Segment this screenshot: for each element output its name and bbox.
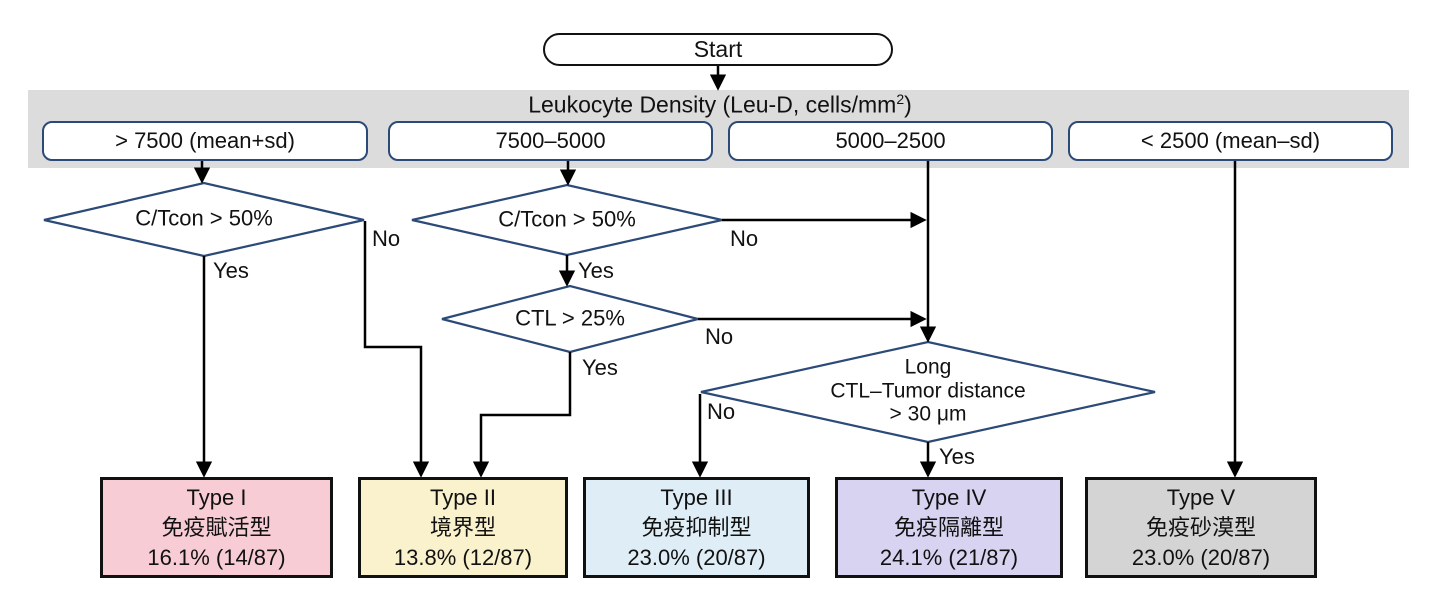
band-title: Leukocyte Density (Leu-D, cells/mm2) [0, 91, 1440, 119]
start-label: Start [693, 36, 743, 62]
outcome-type-4: Type IV 免疫隔離型 24.1% (21/87) [835, 477, 1063, 578]
arrow-d1-no-to-type2 [363, 221, 430, 478]
branch-d1-no: No [372, 226, 401, 251]
outcome-type-5-name: Type V [1166, 484, 1236, 510]
decision-ctcon-1-label: C/Tcon > 50% [135, 205, 273, 231]
outcome-type-1-japanese: 免疫賦活型 [161, 514, 272, 540]
branch-d2-yes: Yes [578, 258, 614, 283]
outcome-type-3-stat: 23.0% (20/87) [627, 544, 766, 570]
arrow-d3-yes-to-type2 [472, 352, 572, 478]
branch-d1-yes: Yes [213, 258, 249, 283]
outcome-type-5-japanese: 免疫砂漠型 [1145, 514, 1256, 540]
density-box-7500-5000: 7500–5000 [388, 121, 713, 161]
outcome-type-5: Type V 免疫砂漠型 23.0% (20/87) [1085, 477, 1317, 578]
density-box-gt7500: > 7500 (mean+sd) [42, 121, 368, 161]
decision-ctcon-2-label: C/Tcon > 50% [498, 206, 636, 232]
branch-d2-no: No [730, 226, 759, 251]
branch-d4-yes: Yes [939, 444, 975, 469]
density-box-5000-2500: 5000–2500 [728, 121, 1053, 161]
outcome-type-3: Type III 免疫抑制型 23.0% (20/87) [583, 477, 810, 578]
outcome-type-3-japanese: 免疫抑制型 [641, 514, 752, 540]
start-node: Start [543, 33, 893, 66]
density-box-lt2500: < 2500 (mean–sd) [1068, 121, 1393, 161]
branch-d3-no: No [705, 324, 734, 349]
branch-d4-no: No [707, 399, 736, 424]
density-box-5000-2500-label: 5000–2500 [835, 128, 946, 153]
outcome-type-4-japanese: 免疫隔離型 [893, 514, 1004, 540]
band-title-sup: 2 [896, 91, 905, 107]
diamond-ctcon-1 [43, 181, 365, 258]
decision-ctl-tumor-distance-label: Long CTL–Tumor distance > 30 μm [830, 355, 1026, 426]
band-title-text: Leukocyte Density (Leu-D, cells/mm [528, 91, 897, 118]
outcome-type-5-stat: 23.0% (20/87) [1131, 544, 1271, 570]
decision-ctl-25-label: CTL > 25% [515, 305, 625, 331]
outcome-type-2-stat: 13.8% (12/87) [393, 544, 533, 570]
branch-d3-yes: Yes [582, 355, 618, 380]
outcome-type-2-name: Type II [429, 484, 497, 510]
density-box-gt7500-label: > 7500 (mean+sd) [115, 128, 295, 153]
outcome-type-1-name: Type I [186, 484, 247, 510]
band-title-close: ) [904, 91, 912, 118]
outcome-type-4-name: Type IV [911, 484, 987, 510]
outcome-type-2: Type II 境界型 13.8% (12/87) [358, 477, 568, 578]
outcome-type-1: Type I 免疫賦活型 16.1% (14/87) [100, 477, 333, 578]
outcome-type-2-japanese: 境界型 [429, 514, 496, 540]
diamond-ctl-tumor-distance [700, 340, 1156, 444]
density-box-7500-5000-label: 7500–5000 [495, 128, 606, 153]
outcome-type-3-name: Type III [660, 484, 733, 510]
outcome-type-1-stat: 16.1% (14/87) [147, 544, 286, 570]
outcome-type-4-stat: 24.1% (21/87) [879, 544, 1019, 570]
density-box-lt2500-label: < 2500 (mean–sd) [1140, 128, 1321, 153]
